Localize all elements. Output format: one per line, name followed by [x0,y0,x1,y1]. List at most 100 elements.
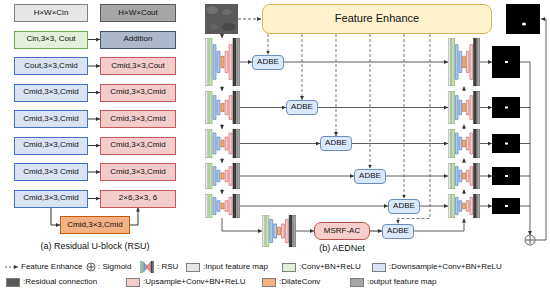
wire [480,206,492,207]
target-spot [505,143,508,145]
adbe-box: ADBE [388,199,420,214]
legend-samples [5,261,154,273]
wire [296,231,314,232]
wire [222,218,262,231]
connector [88,145,100,146]
side-output [492,167,520,185]
legend-text: :DilateConv [279,277,320,287]
dashed-sample [5,267,18,268]
side-output [492,97,520,118]
feature-enhance-connector [370,34,371,169]
wire [535,19,546,240]
target-spot [505,61,508,63]
box-label: 2×6,3×3, 6 [119,194,157,202]
wire [240,62,252,63]
feature-enhance-connector [336,34,337,136]
wire [464,87,465,92]
box-label: Cmid,3×3,Cmid [67,221,122,229]
wire [222,158,223,163]
box-label: ADBE [257,58,279,66]
box-label: Cin,3×3, Cout [26,35,75,43]
rsu-icon [448,38,480,86]
target-spot [522,23,526,26]
wire [520,62,530,206]
legend-text: : RSU [157,262,178,272]
wire [464,190,465,195]
connector [88,172,100,173]
sigmoid-symbol [525,235,535,245]
box-label: ADBE [325,139,347,147]
wire [480,107,492,108]
box-label: Cmid,3×3,Cmid [23,141,78,149]
box-label: MSRF-AC [324,227,360,235]
rsu-icon [448,91,480,124]
wire [240,143,320,144]
downsample-conv-box: Cmid,3×3 Cmid [14,163,88,181]
rsu-icons [205,38,480,247]
box-label: Cout,3×3,Cmid [24,62,78,70]
connector [88,198,100,199]
wire [240,176,354,177]
feature-enhance-connector [268,34,269,55]
image-ground [205,4,238,34]
upsample-conv-box: Cmid,3×3,Cmid [100,137,176,155]
downsample-conv-box: Cmid,3×3,Cmid [14,137,88,155]
input-size-box: H×W×Cin [14,4,88,22]
box-label: Feature Enhance [335,13,419,25]
wire [240,107,286,108]
wire [530,62,531,235]
wire [240,206,388,207]
connector [130,208,138,226]
conv-box: Cin,3×3, Cout [14,31,88,49]
box-label: Cmid,3×3 Cmid [23,168,78,176]
wire [464,159,465,164]
connector [88,66,100,67]
box-label: Cmid,3×3,Cmid [110,115,165,123]
sigmoid-plus [526,236,534,244]
wire [238,19,261,20]
legend-swatch [6,278,20,287]
connector [88,119,100,120]
rsu-icon [205,129,240,158]
wire [464,125,465,130]
adbe-box: ADBE [286,100,318,115]
wire [222,189,223,194]
msrf-ac-box: MSRF-AC [314,222,370,240]
legend-swatch [126,278,140,287]
upsample-conv-box: 2×6,3×3, 6 [100,190,176,208]
image-texture [210,24,218,30]
rsu-icon [448,194,480,218]
wire [222,124,223,129]
sigmoid-circle [525,235,535,245]
wire [420,206,448,207]
wire [386,176,448,177]
rsu-sample [140,261,154,273]
box-label: Cmid,3×3,Cmid [23,115,78,123]
input-image [205,4,238,34]
connector [88,92,100,93]
feature-enhance-connector [404,34,405,199]
sigmoid-sample-plus [88,264,94,270]
feature-enhance-connector [302,34,303,100]
target-spot [505,175,508,177]
output-image [506,4,540,34]
adbe-box: ADBE [320,136,352,151]
wire [352,143,448,144]
dilate-conv-box: Cmid,3×3,Cmid [60,216,130,234]
connector [88,39,100,40]
side-output [492,134,520,153]
legend-text: Feature Enhance [21,262,82,272]
rsu-icon [205,91,240,124]
legend-swatch [372,263,386,272]
legend-text: :Residual connection [23,277,97,287]
target-spot [505,107,508,109]
image-texture [206,6,218,14]
connector [51,208,60,226]
legend-text: :Input feature map [203,262,268,272]
side-outputs [492,46,520,214]
wire [414,219,464,232]
legend-swatch [282,263,296,272]
downsample-conv-box: Cmid,3×3,Cmid [14,190,88,208]
addition-box: Addition [100,31,176,49]
rsu-icon [448,129,480,158]
